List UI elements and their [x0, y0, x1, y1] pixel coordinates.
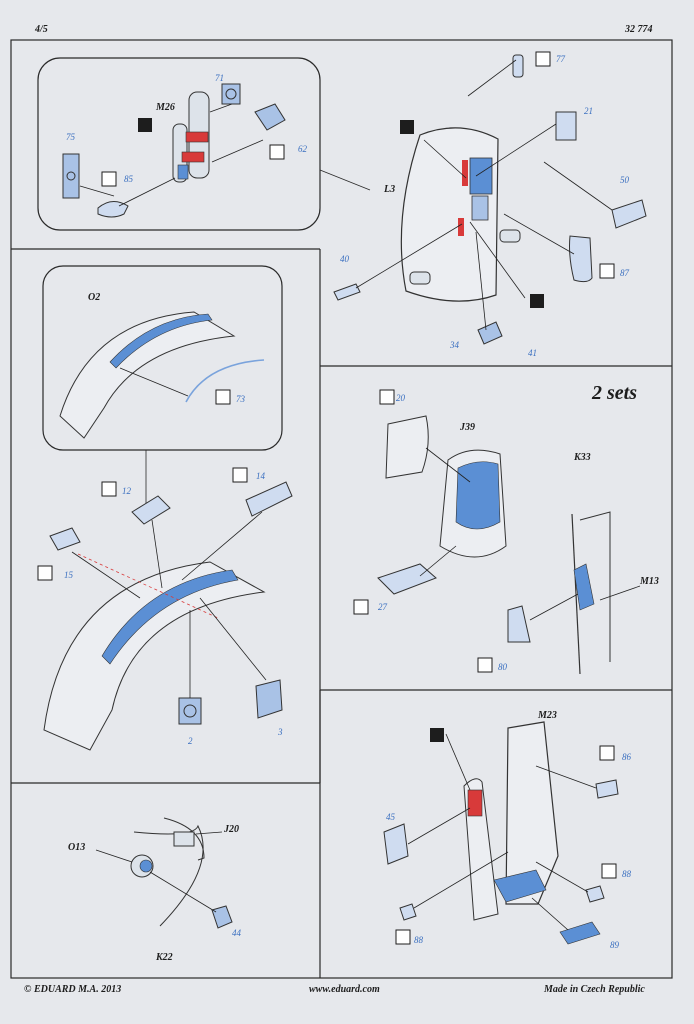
callout-j39: J39: [459, 422, 475, 433]
section-cabinet: M23 86 45 88 88 89: [383, 710, 632, 950]
callout-m26: M26: [155, 102, 175, 113]
callout-86: 86: [622, 752, 632, 762]
kit-number: 32 774: [625, 24, 653, 35]
detail-box-o2: [42, 265, 283, 451]
callout-34: 34: [449, 340, 460, 350]
section-m26-l3: M26 71 62 75 85 L3 77 21 50 87 40 34 41: [62, 51, 647, 358]
callout-75: 75: [66, 132, 76, 142]
callout-77: 77: [556, 54, 566, 64]
callout-21: 21: [584, 106, 593, 116]
callout-o13: O13: [68, 842, 85, 853]
callout-l3: L3: [383, 184, 395, 195]
website: www.eduard.com: [309, 984, 380, 995]
callout-j20: J20: [223, 824, 239, 835]
callout-41: 41: [528, 348, 537, 358]
callout-88-left: 88: [414, 935, 424, 945]
fold-icon: [215, 389, 231, 405]
section-lever: J20 O13 44 K22: [68, 817, 242, 963]
callout-71: 71: [215, 73, 224, 83]
callout-62: 62: [298, 144, 308, 154]
fold-icon: [379, 389, 395, 405]
fold-icon: [535, 51, 551, 67]
callout-o2: O2: [88, 292, 100, 303]
callout-14: 14: [256, 471, 266, 481]
paint-icon: [477, 657, 493, 673]
bend-icon: [430, 728, 444, 742]
callout-44: 44: [232, 928, 242, 938]
callout-2: 2: [188, 736, 193, 746]
fold-icon: [599, 263, 615, 279]
callout-89: 89: [610, 940, 620, 950]
section-o2-frame: O2 73 12 14 15 2 3: [37, 292, 293, 751]
page-border: [10, 39, 673, 979]
paint-icon: [395, 929, 411, 945]
fold-icon: [353, 599, 369, 615]
bend-icon: [138, 118, 152, 132]
callout-k33: K33: [573, 452, 591, 463]
callout-m23: M23: [537, 710, 557, 721]
callout-k22: K22: [155, 952, 173, 963]
callout-20: 20: [396, 393, 406, 403]
fold-icon: [232, 467, 248, 483]
callout-3: 3: [277, 727, 283, 737]
sets-title: 2 sets: [591, 382, 637, 404]
bend-icon: [530, 294, 544, 308]
origin: Made in Czech Republic: [544, 984, 645, 995]
fold-icon: [101, 481, 117, 497]
callout-40: 40: [340, 254, 350, 264]
callout-27: 27: [378, 602, 388, 612]
callout-45: 45: [386, 812, 396, 822]
fold-icon: [37, 565, 53, 581]
page-number: 4/5: [35, 24, 48, 35]
fold-icon: [269, 144, 285, 160]
callout-85: 85: [124, 174, 134, 184]
callout-15: 15: [64, 570, 74, 580]
fold-icon: [101, 171, 117, 187]
section-seat-sets: 2 sets 20 J39 27 K33 M13 80: [353, 382, 659, 675]
copyright: © EDUARD M.A. 2013: [24, 984, 122, 995]
callout-12: 12: [122, 486, 132, 496]
callout-88-right: 88: [622, 869, 632, 879]
fold-icon: [599, 745, 615, 761]
callout-m13: M13: [639, 576, 659, 587]
detail-box-m26: [37, 57, 321, 231]
callout-80: 80: [498, 662, 508, 672]
bend-icon: [400, 120, 414, 134]
paint-icon: [601, 863, 617, 879]
callout-73: 73: [236, 394, 246, 404]
callout-87: 87: [620, 268, 630, 278]
callout-50: 50: [620, 175, 630, 185]
